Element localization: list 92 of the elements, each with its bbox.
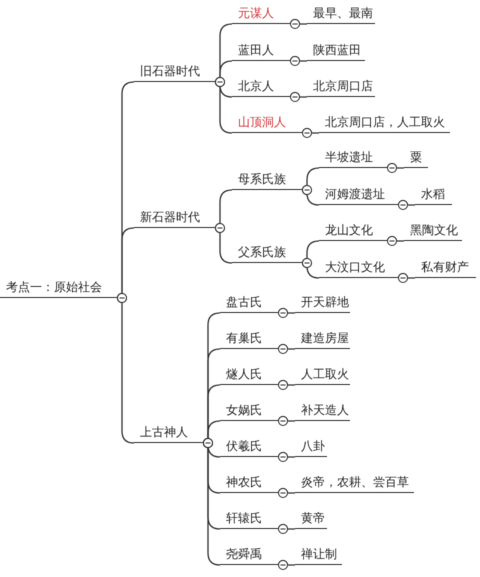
topic-node	[295, 509, 327, 529]
topic-node	[319, 258, 398, 278]
topic-label: 神农氏	[226, 476, 262, 489]
topic-label: 河姆渡遗址	[325, 188, 385, 201]
topic-node	[220, 293, 278, 313]
topic-node	[319, 148, 387, 168]
topic-label: 建造房屋	[301, 332, 349, 345]
topic-node	[232, 243, 302, 263]
topic-label: 轩辕氏	[226, 512, 262, 525]
topic-node	[134, 62, 215, 82]
topic-label: 尧舜禹	[226, 548, 262, 561]
connector-line	[277, 380, 295, 390]
topic-label: 黑陶文化	[410, 224, 458, 237]
topic-label: 伏羲氏	[226, 440, 262, 453]
topic-node	[319, 221, 387, 241]
topic-label: 禅让制	[301, 548, 337, 561]
topic-node	[295, 293, 350, 313]
topic-label: 考点一：原始社会	[6, 281, 102, 294]
topic-node	[319, 185, 398, 205]
topic-node	[232, 41, 290, 61]
topic-label: 新石器时代	[140, 211, 200, 224]
topic-label: 山顶洞人	[238, 116, 286, 129]
topic-node	[232, 113, 302, 133]
topic-label: 旧石器时代	[140, 65, 200, 78]
topic-node	[220, 509, 278, 529]
topic-label: 蓝田人	[238, 44, 274, 57]
topic-label: 人工取火	[301, 368, 349, 381]
connector-line	[277, 524, 295, 534]
topic-node	[404, 148, 428, 168]
connector-line	[277, 344, 295, 354]
topic-label: 燧人氏	[226, 368, 262, 381]
topic-node	[307, 77, 375, 97]
topic-label: 补天造人	[301, 404, 349, 417]
topic-node	[295, 437, 327, 457]
topic-label: 私有财产	[421, 261, 469, 274]
topic-label: 北京周口店	[313, 80, 373, 93]
connector-line	[277, 452, 295, 462]
topic-label: 水稻	[421, 188, 445, 201]
topic-node	[295, 545, 342, 565]
topic-node	[295, 329, 350, 349]
topic-label: 北京周口店，人工取火	[325, 116, 445, 129]
topic-node	[307, 4, 375, 24]
topic-label: 最早、最南	[313, 7, 373, 20]
topic-label: 半坡遗址	[325, 151, 373, 164]
connector-line	[289, 56, 307, 66]
topic-label: 开天辟地	[301, 296, 349, 309]
connector-line	[277, 488, 295, 498]
connector-line	[277, 560, 295, 570]
topic-node	[134, 208, 215, 228]
topic-node	[295, 401, 350, 421]
connector-line	[397, 200, 415, 210]
topic-node	[307, 41, 365, 61]
topic-label: 北京人	[238, 80, 274, 93]
topic-label: 陕西蓝田	[313, 44, 361, 57]
topic-label: 炎帝，农耕、尝百草	[301, 476, 409, 489]
topic-label: 黄帝	[301, 512, 325, 525]
connector-line	[277, 416, 295, 426]
topic-label: 龙山文化	[325, 224, 373, 237]
topic-node	[295, 473, 414, 493]
topic-node	[220, 473, 278, 493]
topic-node	[415, 185, 452, 205]
topic-node	[319, 113, 450, 133]
topic-node	[0, 278, 117, 298]
connector-line	[397, 272, 415, 283]
topic-node	[232, 4, 290, 24]
connector-line	[289, 92, 307, 102]
topic-label: 上古神人	[140, 426, 188, 439]
topic-node	[415, 258, 476, 278]
connector-line	[386, 162, 404, 173]
topic-label: 母系氏族	[238, 173, 286, 186]
topic-node	[404, 221, 462, 241]
topic-label: 有巢氏	[226, 332, 262, 345]
connector-line	[301, 128, 319, 138]
topic-node	[220, 545, 278, 565]
topic-node	[220, 365, 278, 385]
topic-node	[134, 423, 203, 443]
topic-node	[295, 365, 350, 385]
topic-node	[232, 77, 290, 97]
topic-node	[220, 401, 278, 421]
topic-node	[220, 329, 278, 349]
topic-label: 女娲氏	[226, 404, 262, 417]
connector-line	[289, 18, 307, 29]
topic-node	[220, 437, 278, 457]
connector-line	[277, 308, 295, 318]
topic-node	[232, 170, 302, 190]
topic-label: 粟	[410, 151, 422, 164]
topic-label: 父系氏族	[238, 246, 286, 259]
connector-line	[386, 236, 404, 246]
topic-label: 盘古氏	[226, 296, 262, 309]
topic-label: 元谋人	[238, 7, 274, 20]
topic-label: 八卦	[301, 440, 325, 453]
topic-label: 大汶口文化	[325, 261, 385, 274]
